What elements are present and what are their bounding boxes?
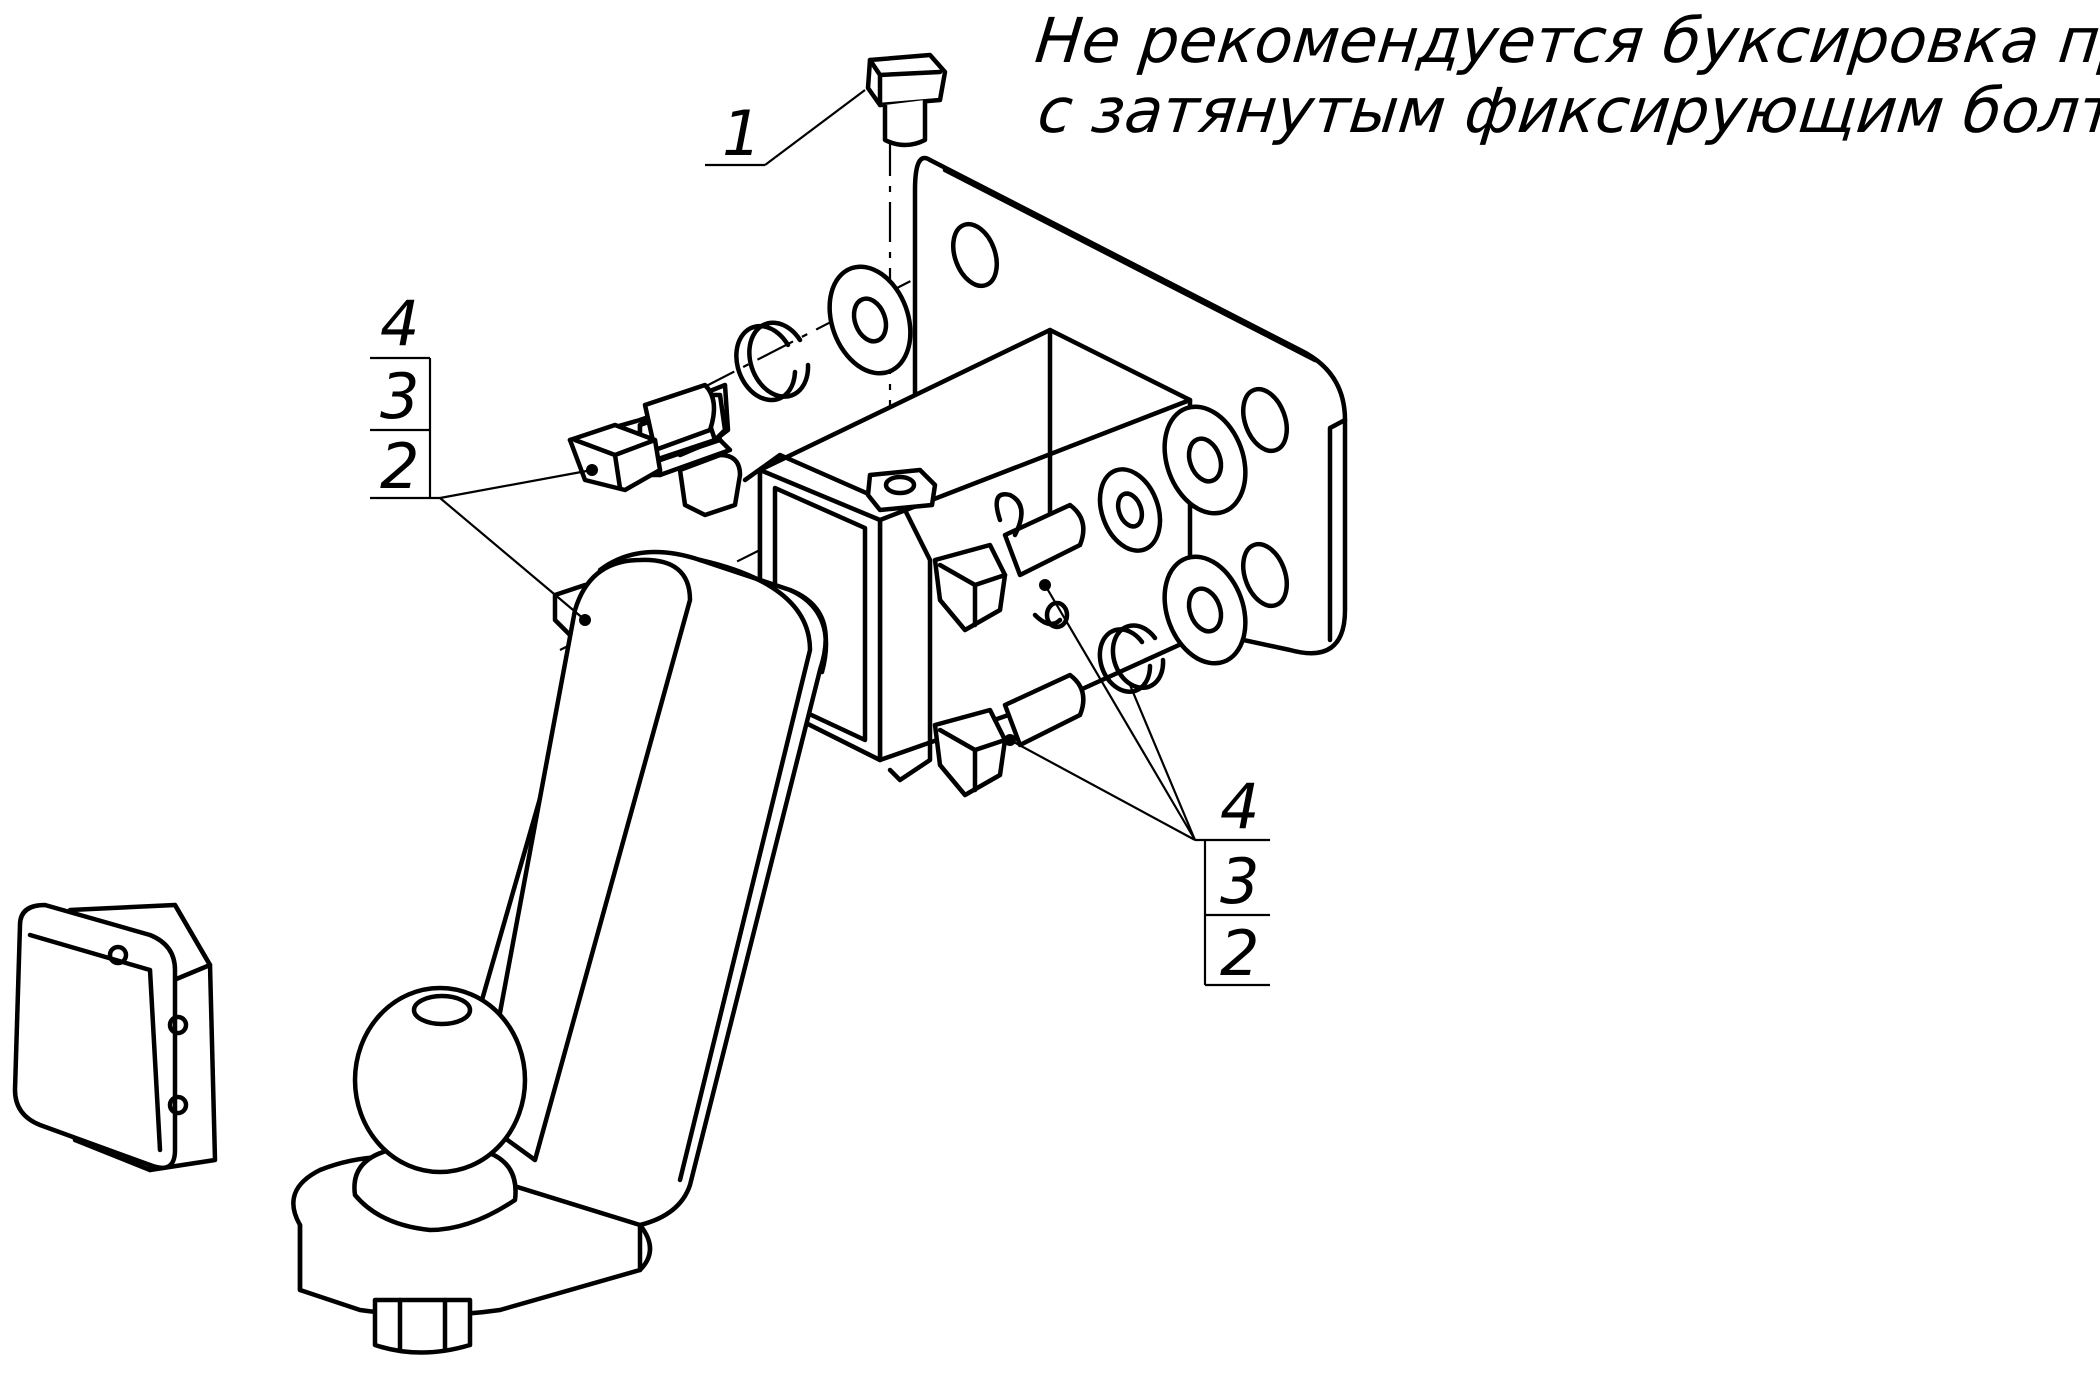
callout-right-4: 4 (1220, 770, 1259, 843)
callout-left-stack: 4 3 2 (370, 287, 598, 626)
spring-washers (734, 320, 1166, 694)
callout-left-4: 4 (380, 287, 419, 360)
callout-right-2: 2 (1220, 917, 1259, 990)
washers (827, 264, 1248, 666)
top-bolt (865, 52, 948, 148)
tube-plug (12, 902, 218, 1173)
callout-left-2: 2 (380, 430, 419, 503)
warning-note-line-1: Не рекомендуется буксировка прицепа (1032, 4, 2100, 77)
callout-left-3: 3 (380, 360, 419, 433)
callout-1-label: 1 (722, 97, 761, 170)
tow-ball (291, 985, 653, 1355)
callout-right-stack: 4 3 2 (1004, 579, 1270, 990)
callout-item-1: 1 (705, 89, 866, 170)
callout-right-3: 3 (1220, 845, 1259, 918)
top-nut (865, 467, 938, 513)
warning-note-line-2: с затянутым фиксирующим болтом! (1035, 74, 2100, 147)
